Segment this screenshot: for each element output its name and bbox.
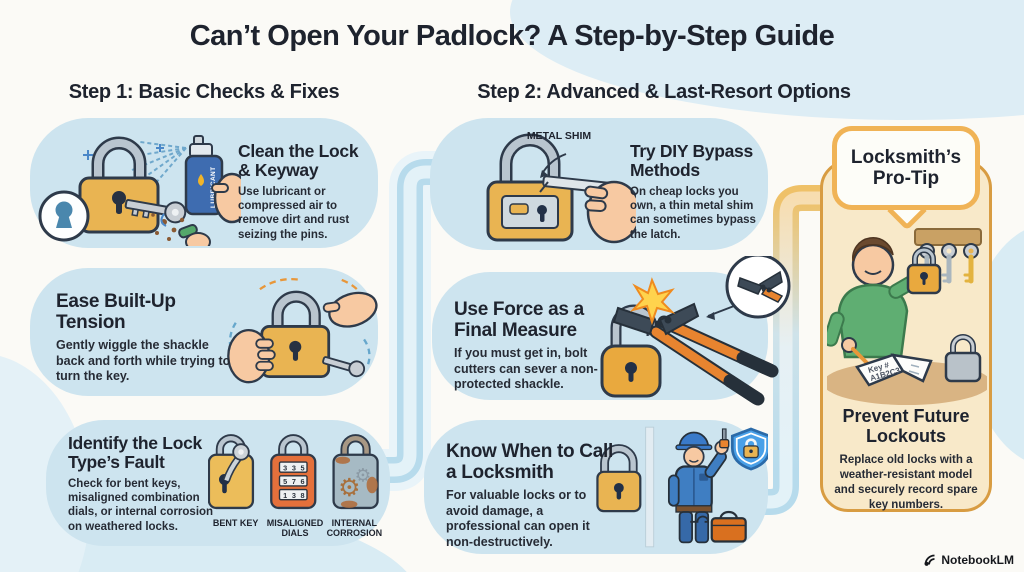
locksmith-person-icon [667,428,747,544]
shield-lock-icon [730,427,768,471]
card-use-force: Use Force as a Final Measure If you must… [432,256,791,406]
card-body: If you must get in, bolt cutters can sev… [454,346,598,392]
magnifier-keyhole-icon [38,190,90,242]
card-identify-fault: Identify the Lock Type’s Fault Check for… [46,420,390,546]
padlock-icon [486,133,574,242]
card-title: Identify the Lock Type’s Fault [68,433,202,472]
padlock-icon [596,444,642,513]
padlock-icon [260,290,331,379]
page-title: Can’t Open Your Padlock? A Step-by-Step … [189,20,835,52]
card-body: On cheap locks you own, a thin metal shi… [630,185,756,241]
card-call-locksmith: Know When to Call a Locksmith For valuab… [424,420,768,554]
card-title: Know When to Call a Locksmith [446,441,613,483]
lock-label-bent-key: BENT KEY [212,518,259,528]
gear-icon: ⚙ [338,475,360,502]
step2-heading: Step 2: Advanced & Last-Resort Options [477,81,851,103]
toolbox-icon [710,517,747,543]
hand-icon [584,180,636,244]
padlock-icon [78,136,160,234]
hand-icon [211,172,241,224]
lock-type-labels: BENT KEY MISALIGNED DIALS INTERNAL CORRO… [206,518,384,539]
card-body: Use lubricant or compressed air to remov… [238,185,350,241]
man-writing-icon [827,237,925,365]
gear-icon: ⚙ [355,464,371,485]
key-icon [124,199,187,224]
combination-lock-icon: 335 576 138 [270,434,317,510]
bolt-cutter-illustration [600,256,791,406]
step1-heading: Step 1: Basic Checks & Fixes [68,81,340,103]
right-hand-icon [322,291,378,328]
dial-row-2: 576 [283,477,309,486]
card-diy-bypass: METAL SHIM Try DIY Bypass Methods On che… [430,118,768,250]
left-hand-icon [227,328,276,384]
brand-footer: NotebookLM [923,553,1014,567]
protip-speech-bubble: Locksmith’s Pro-Tip [832,126,980,210]
dirt-particles-icon [151,213,185,241]
panel-title: Prevent Future Lockouts [842,406,970,446]
dial-row-1: 335 [283,463,309,472]
protip-panel: Key # A1B2C3 Prevent Future Lockouts Rep… [820,160,992,512]
corroded-lock-icon: ⚙ ⚙ [332,434,379,510]
motion-arcs-icon [228,277,371,366]
card-clean-the-lock: LUBRICANT Clean the Lock & Keyway Use lu… [30,118,378,248]
callout-arrow-icon [540,153,567,178]
dial-row-3: 138 [283,491,309,500]
panel-body: Replace old locks with a weather-resista… [834,454,978,511]
door-edge-icon [645,426,655,548]
shim-bypass-illustration [486,133,636,244]
spark-icon [629,277,676,326]
flow-pipe-right [762,185,826,515]
card-title: Try DIY Bypass Methods [630,141,753,180]
lock-types-illustration: 335 576 138 ⚙ ⚙ [208,434,379,510]
hands-wiggle-padlock-illustration [227,277,378,384]
card-body: Check for bent keys, misaligned combinat… [68,477,214,533]
padlock-spray-illustration: LUBRICANT [38,135,241,246]
notebooklm-logo-icon [924,554,935,566]
card-title: Ease Built-Up Tension [56,291,176,333]
bolt-cutter-icon [612,302,779,406]
held-padlock-icon [906,247,942,295]
card-body: Gently wiggle the shackle back and forth… [56,338,231,384]
metal-shim-label: METAL SHIM [526,130,592,142]
nozzle-tool-hand-icon [160,213,211,246]
lock-label-misaligned-dials: MISALIGNED DIALS [266,518,324,539]
lock-label-internal-corrosion: INTERNAL CORROSION [326,518,383,539]
brand-name: NotebookLM [941,553,1014,567]
flow-pipe-left [366,151,440,491]
spare-padlock-icon [944,334,982,383]
cutter-inset-icon [706,256,791,320]
prevent-lockouts-illustration: Key # A1B2C3 [827,228,987,405]
card-title: Use Force as a Final Measure [454,299,584,341]
card-ease-tension: Ease Built-Up Tension Gently wiggle the … [30,268,378,396]
toolbox-handle-icon [690,515,710,523]
card-body: For valuable locks or to avoid damage, a… [446,488,590,549]
sparkle-icon [83,144,164,160]
key-icon [322,356,366,378]
bent-key-lock-icon [208,434,255,510]
card-title: Clean the Lock & Keyway [238,141,359,180]
locksmith-illustration [596,426,768,548]
pencil-icon [851,347,869,365]
